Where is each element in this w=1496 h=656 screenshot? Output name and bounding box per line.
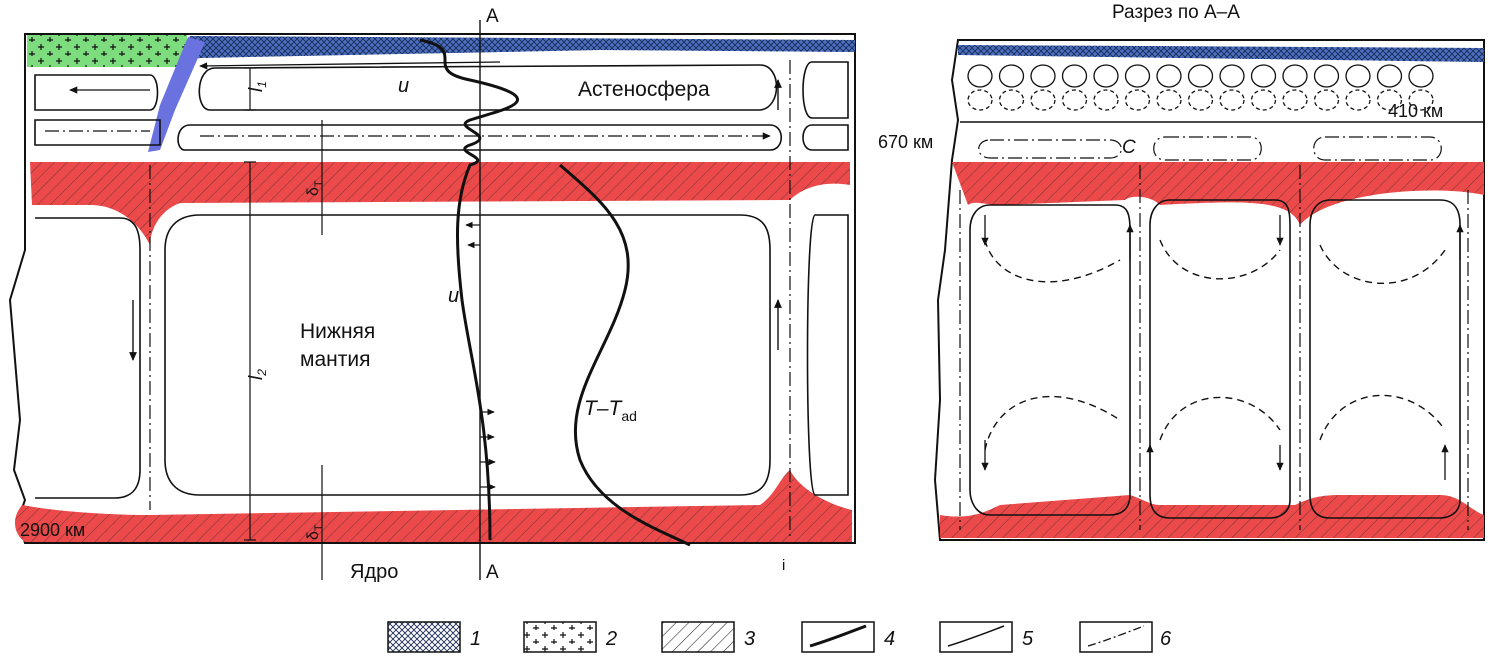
- small-cell-upper: [1376, 64, 1403, 88]
- subducting-slab: [148, 37, 205, 152]
- legend-num-3: 3: [744, 628, 755, 650]
- temperature-profile-curve: [559, 163, 691, 547]
- depth-670-label: 670 км: [878, 132, 933, 152]
- left-panel: А А Астеносфера Нижняя мантия Ядро 2900 …: [8, 6, 856, 583]
- small-cell-lower: [1156, 89, 1182, 111]
- small-cell-lower: [1187, 89, 1214, 111]
- small-cell-upper: [1313, 64, 1340, 88]
- small-cell-lower: [1093, 89, 1119, 111]
- small-cell-lower: [1219, 89, 1245, 111]
- small-cell-lower: [967, 89, 993, 111]
- velocity-profile-curve: [419, 38, 519, 541]
- small-cell-lower: [1313, 89, 1340, 111]
- small-cell-lower: [1408, 89, 1434, 111]
- asthenosphere-cell-right: [802, 61, 849, 119]
- lower-mantle-label-1: Нижняя: [300, 320, 375, 343]
- legend-num-1: 1: [470, 628, 481, 650]
- temperature-label: T–Tad: [584, 397, 637, 424]
- small-cell-upper: [1250, 64, 1277, 88]
- u-upper-label: u: [398, 75, 409, 97]
- small-cell-upper: [1187, 64, 1214, 88]
- small-cell-lower: [1250, 89, 1277, 111]
- small-cell-upper: [1408, 64, 1434, 88]
- asthenosphere-cell-main: [198, 64, 778, 111]
- lower-mantle-label-2: мантия: [300, 348, 370, 371]
- legend-swatch-2: [523, 621, 597, 653]
- small-cell-lower: [1282, 89, 1308, 111]
- cell-c-label: C: [1122, 137, 1136, 158]
- small-cell-lower: [1030, 89, 1056, 111]
- legend-num-2: 2: [605, 628, 617, 650]
- right-panel: Разрез по А–А: [878, 2, 1485, 541]
- small-cell-upper: [967, 64, 993, 88]
- small-cell-upper: [1061, 64, 1088, 88]
- small-cell-upper: [998, 64, 1025, 88]
- lower-mantle-cell-left: [35, 217, 141, 499]
- legend: 1 2 3 4 5 6: [387, 621, 1172, 653]
- small-cell-lower: [1376, 89, 1403, 111]
- small-cell-upper: [1030, 64, 1056, 88]
- small-convection-cells: [967, 64, 1434, 111]
- legend-swatch-1: [387, 621, 461, 653]
- section-label-top: А: [486, 6, 499, 27]
- section-label-bottom: А: [486, 562, 499, 583]
- small-cell-lower: [1061, 89, 1088, 111]
- lower-mantle-cell-right: [806, 214, 849, 496]
- section-title: Разрез по А–А: [1112, 2, 1240, 23]
- small-cell-lower: [1345, 89, 1371, 111]
- core-label: Ядро: [350, 561, 398, 583]
- small-cell-upper: [1124, 64, 1151, 88]
- small-cell-upper: [1093, 64, 1119, 88]
- legend-num-4: 4: [884, 628, 895, 650]
- small-cell-upper: [1282, 64, 1308, 88]
- legend-swatch-3: [661, 621, 735, 653]
- left-panel-outline: [8, 33, 856, 544]
- asthenosphere-label: Астеносфера: [578, 78, 710, 101]
- u-lower-label: u: [448, 285, 459, 307]
- legend-swatch-6: [1079, 621, 1153, 653]
- depth-2900-label: 2900 км: [20, 520, 85, 540]
- lower-mantle-cell-main: [164, 214, 771, 496]
- l1-label: l1: [246, 81, 269, 92]
- asthenosphere-cell-continent: [34, 74, 159, 111]
- small-cell-upper: [1345, 64, 1371, 88]
- plume-label: i: [782, 557, 785, 574]
- small-cell-lower: [998, 89, 1025, 111]
- small-cell-upper: [1156, 64, 1182, 88]
- lower-asthenosphere-band: [177, 124, 783, 151]
- delta-t-lower-label: δT: [305, 524, 325, 540]
- legend-num-6: 6: [1160, 628, 1172, 650]
- small-cell-lower: [1124, 89, 1151, 111]
- depth-410-label: 410 км: [1388, 101, 1443, 121]
- delta-t-upper-label: δT: [305, 180, 325, 196]
- small-cell-upper: [1219, 64, 1245, 88]
- l2-label: l2: [246, 369, 269, 380]
- legend-num-5: 5: [1022, 628, 1034, 650]
